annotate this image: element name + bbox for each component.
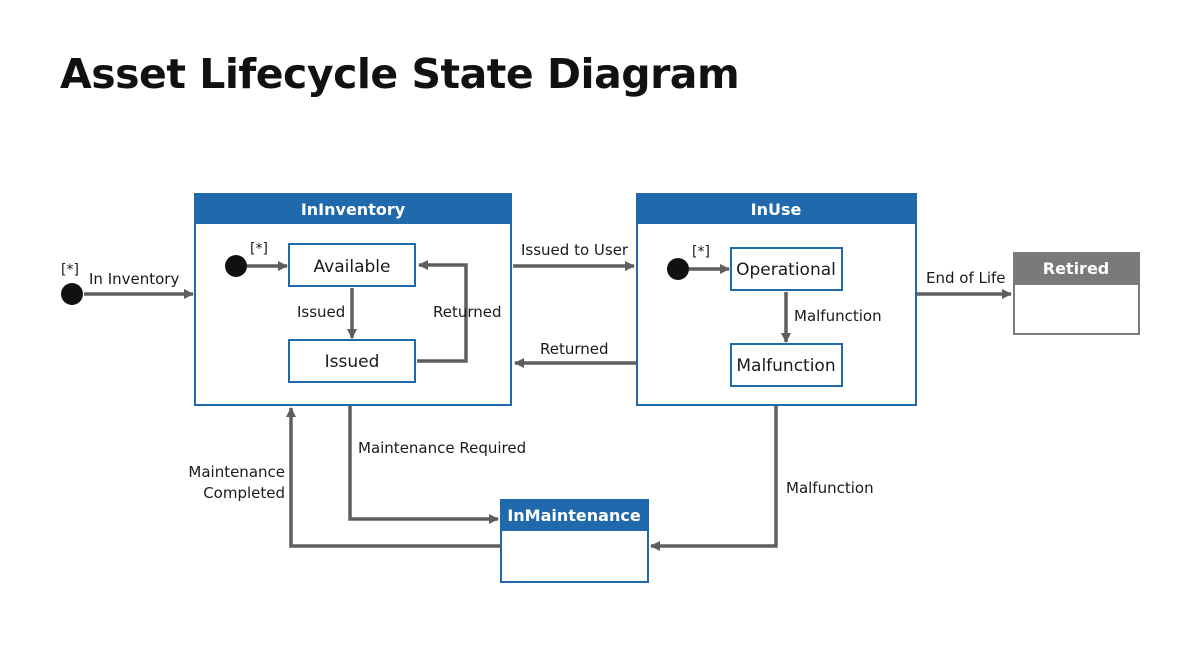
ininventory-title: InInventory	[301, 200, 406, 219]
initial-node: [*]	[61, 262, 83, 305]
state-malfunction-label: Malfunction	[736, 356, 835, 376]
state-operational: Operational	[730, 247, 843, 291]
transition-issued-to-user: Issued to User	[513, 241, 635, 271]
state-operational-label: Operational	[736, 260, 836, 280]
initial-node-dot	[61, 283, 83, 305]
transition-maintenance-completed: Maintenance Completed	[188, 407, 501, 548]
state-issued-box	[288, 339, 416, 383]
transition-label-maintenance-completed-line1: Maintenance	[188, 463, 285, 481]
ininventory-initial-dot	[225, 255, 247, 277]
transition-returned: Returned	[514, 340, 636, 368]
transition-arrow	[286, 407, 501, 548]
transition-label-malfunction: Malfunction	[786, 479, 874, 497]
transition-label-returned-inner: Returned	[433, 303, 502, 321]
transition-arrow	[348, 406, 499, 524]
transition-label-returned: Returned	[540, 340, 609, 358]
ininventory-header	[195, 194, 511, 224]
transition-label-issued-to-user: Issued to User	[521, 241, 629, 259]
transition-malfunction: Malfunction	[650, 406, 874, 551]
transition-label-maintenance-required: Maintenance Required	[358, 439, 526, 457]
page-title: Asset Lifecycle State Diagram	[60, 50, 740, 98]
state-available-box	[288, 243, 416, 287]
transition-in-inventory: In Inventory	[84, 270, 194, 299]
state-malfunction: Malfunction	[730, 343, 843, 387]
inuse-initial-dot	[667, 258, 689, 280]
state-malfunction-box	[730, 343, 843, 387]
transition-label-end-of-life: End of Life	[926, 269, 1006, 287]
transition-maintenance-required: Maintenance Required	[348, 406, 526, 524]
ininventory-initial-marker: [*]	[250, 241, 268, 257]
inmaintenance-title: InMaintenance	[507, 506, 641, 525]
transition-arrow-returned-inner	[417, 260, 468, 363]
state-issued-label: Issued	[325, 352, 380, 372]
transition-label-malfunction-inner: Malfunction	[794, 307, 882, 325]
transition-label-maintenance-completed-line2: Completed	[203, 484, 285, 502]
inuse-header	[637, 194, 916, 224]
composite-state-inuse: InUse [*] Operational Malfunction Malfun…	[636, 193, 917, 406]
transition-end-of-life: End of Life	[917, 269, 1012, 299]
state-inmaintenance: InMaintenance	[500, 499, 649, 583]
composite-state-ininventory: InInventory [*] Available Issued Issued …	[194, 193, 512, 406]
transition-arrow	[650, 406, 778, 551]
inuse-initial-marker: [*]	[692, 244, 710, 260]
inuse-title: InUse	[751, 200, 802, 219]
initial-marker: [*]	[61, 262, 79, 278]
transition-label-issued: Issued	[297, 303, 345, 321]
retired-title: Retired	[1043, 259, 1110, 278]
state-available-label: Available	[314, 257, 391, 277]
state-operational-box	[730, 247, 843, 291]
state-available: Available	[288, 243, 416, 287]
state-retired: Retired	[1013, 252, 1140, 335]
state-issued: Issued	[288, 339, 416, 383]
inmaintenance-header	[501, 500, 648, 531]
transition-label-in-inventory: In Inventory	[89, 270, 179, 288]
retired-header	[1014, 253, 1139, 284]
